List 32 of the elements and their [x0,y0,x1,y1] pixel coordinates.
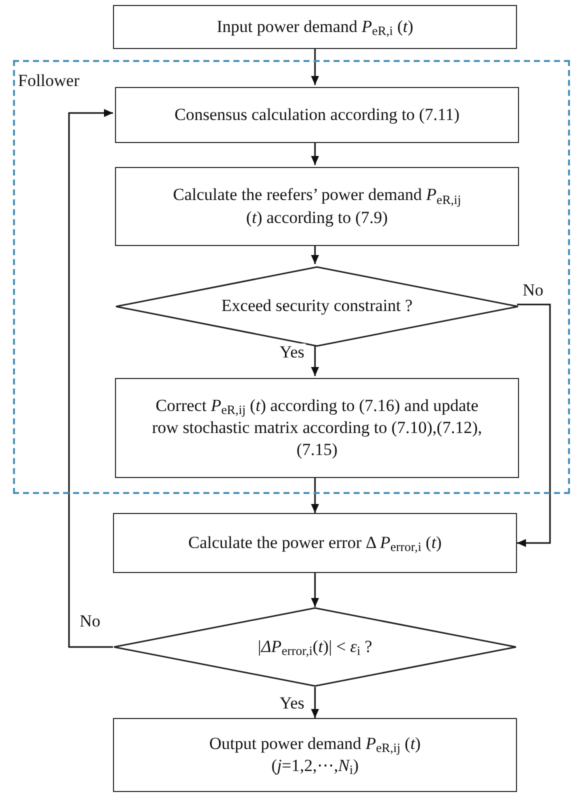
node-text: Calculate the power error Δ P$_{error,i}$ (t) [188,532,442,554]
node-text: (j=1,2,⋯,N$_{i}$) [271,755,359,778]
group-label: Follower [18,72,80,89]
process-box [115,167,519,246]
process-box [113,513,517,573]
node-text: Correct P$_{eR,ij}$ (t) according to (7.16) and update row stochastic matrix according to (7.10),(7.12),(7.15) [151,394,483,462]
edge-label: No [78,612,102,630]
arrow [517,304,551,547]
node-text: Calculate the reefers’ power demand P$_{eR,ij}$ (t) according to (7.9) [172,184,462,229]
decision-diamond [115,266,519,347]
decision-diamond [113,607,517,687]
arrow [311,573,319,607]
arrow [311,476,319,513]
dashed-group-frame [13,60,570,494]
edge-label: Yes [278,694,306,712]
process-box [113,718,517,792]
arrow [311,141,319,165]
node-text: Output power demand P$_{eR,ij}$ (t) [209,732,421,755]
edge-label: Yes [278,344,306,360]
arrow [311,244,319,264]
node-text: Input power demand P$_{eR,i}$ (t) [216,16,414,38]
arrow [311,345,319,376]
node-text: Exceed security constraint ? [221,295,413,318]
arrow [311,687,319,718]
process-box [113,5,517,49]
arrow [68,109,113,648]
arrow [311,49,319,85]
process-box [115,378,519,478]
node-text: |ΔP$_{error,i}$(t)| < ε$_{i}$ ? [258,636,372,658]
node-text: Consensus calculation according to (7.11) [174,104,460,126]
edge-label: No [522,282,544,298]
process-box [115,87,519,143]
